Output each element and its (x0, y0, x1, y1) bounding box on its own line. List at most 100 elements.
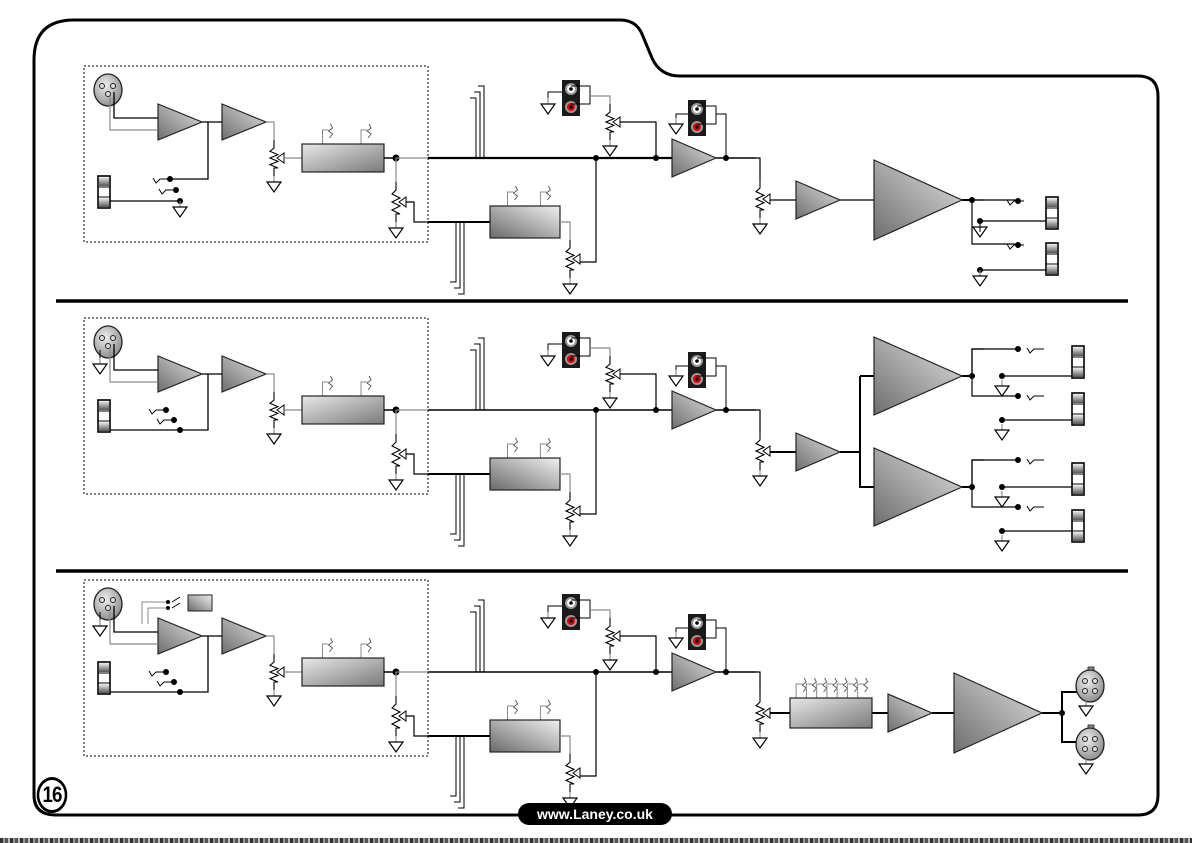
scan-border (0, 838, 1192, 843)
bus-line (450, 474, 456, 534)
jack-bottom (1047, 265, 1057, 274)
eq-control-lead (806, 684, 812, 698)
eq-box (302, 396, 384, 424)
potentiometer-icon (270, 392, 284, 428)
potentiometer-icon (566, 492, 580, 530)
ground-symbol (389, 228, 403, 238)
eq-control-pot (843, 678, 847, 692)
ground-symbol (267, 434, 281, 444)
eq-control-lead (323, 130, 329, 144)
junction-dot (653, 669, 659, 675)
ground-icon (669, 118, 683, 134)
ground-icon (753, 732, 767, 748)
eq-box (302, 144, 384, 172)
ground-symbol (669, 376, 683, 386)
rca-pin (695, 377, 699, 381)
potentiometer-icon (392, 696, 406, 736)
ground-symbol (389, 480, 403, 490)
jack-top (99, 401, 109, 410)
ground-symbol (389, 742, 403, 752)
eq-control-lead (323, 382, 329, 396)
ground-icon (995, 424, 1009, 440)
wire (676, 114, 688, 118)
eq-control-lead (858, 684, 864, 698)
wire (620, 122, 656, 158)
ground-symbol (93, 626, 107, 636)
jack-bottom (1073, 415, 1083, 424)
wire (406, 454, 490, 474)
eq-control-pot (833, 678, 837, 692)
jack-bottom (1073, 485, 1083, 494)
bus-connector-icon (450, 222, 464, 294)
xlr-pin (1093, 747, 1098, 752)
ground-icon (669, 632, 683, 648)
ground-symbol (173, 207, 187, 217)
eq-control-pot (329, 124, 333, 138)
junction-dot (1015, 346, 1021, 352)
ground-icon (995, 380, 1009, 396)
potentiometer-icon (606, 104, 620, 140)
driver-amp-triangle (888, 694, 932, 732)
eq-control-pot (329, 638, 333, 652)
eq-block (302, 124, 384, 172)
switch-contact (1027, 506, 1044, 511)
switch-contact (1027, 459, 1044, 464)
eq-control-lead (508, 706, 514, 720)
eq-box (302, 658, 384, 686)
eq-control-pot (367, 638, 371, 652)
rca-pair-icon (688, 352, 706, 388)
wire (580, 672, 596, 776)
speakon-latch (1088, 667, 1094, 670)
eq-block (490, 438, 560, 490)
jack-input (98, 374, 208, 433)
ground-symbol (753, 738, 767, 748)
xlr-pin (100, 598, 105, 603)
gain-stage-triangle (222, 618, 266, 654)
ground-icon (267, 176, 281, 192)
ground-symbol (753, 224, 767, 234)
rca-pair-icon (562, 80, 580, 116)
website-url[interactable]: www.Laney.co.uk (518, 803, 672, 825)
rca-pair-icon (688, 614, 706, 650)
xlr-pin (111, 598, 116, 603)
eq-control-lead (323, 644, 329, 658)
section-3 (84, 580, 1104, 808)
eq-box (490, 720, 560, 752)
power-amp-bottom-triangle (874, 448, 962, 526)
wire (548, 92, 562, 98)
ground-icon (541, 612, 555, 628)
ground-symbol (669, 124, 683, 134)
wire (172, 603, 180, 608)
section-2 (84, 318, 1084, 551)
master-amp-triangle (672, 139, 716, 177)
rca-pair-icon (562, 594, 580, 630)
jack-socket-icon (98, 662, 110, 694)
eq-block (490, 700, 560, 752)
wire (406, 202, 490, 222)
rca-pin (695, 359, 699, 363)
junction-dot (177, 427, 183, 433)
bus-line (474, 344, 480, 410)
jack-top (1073, 511, 1083, 520)
junction-dot (653, 407, 659, 413)
xlr-pin (100, 336, 105, 341)
jack-socket-icon (1072, 346, 1084, 378)
eq-control-lead (827, 684, 833, 698)
eq-box (790, 698, 872, 728)
wire (590, 610, 610, 618)
xlr-connector-icon (1076, 725, 1104, 760)
ground-symbol (541, 104, 555, 114)
rca-pin (695, 125, 699, 129)
eq-control-lead (540, 192, 546, 206)
bus-line (474, 606, 480, 672)
power-amp-top-triangle (874, 337, 962, 415)
xlr-connector-icon (94, 326, 122, 358)
jack-bottom (99, 198, 109, 207)
xlr-pin (106, 92, 111, 97)
jack-input (98, 122, 208, 217)
bus-connector-icon (470, 600, 484, 672)
wire (620, 636, 656, 672)
wire (406, 716, 490, 736)
eq-box (490, 458, 560, 490)
wire (972, 349, 984, 376)
